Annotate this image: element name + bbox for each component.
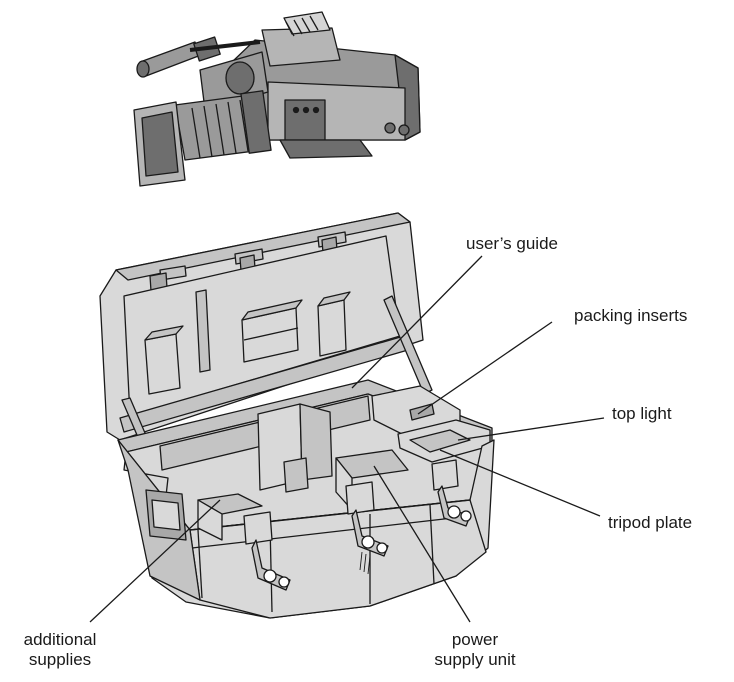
label-power-supply-unit: power supply unit xyxy=(420,630,530,670)
leader-top-light xyxy=(457,417,605,441)
leader-power-supply xyxy=(373,465,471,623)
leader-additional-supplies xyxy=(89,499,221,623)
label-power-supply-line2: supply unit xyxy=(434,650,516,669)
label-tripod-plate: tripod plate xyxy=(608,513,693,532)
transit-case-illustration xyxy=(99,212,495,619)
label-top-light: top light xyxy=(612,404,672,423)
leader-packing-inserts xyxy=(417,321,553,415)
label-users-guide: user’s guide xyxy=(466,234,558,253)
label-power-supply-line1: power xyxy=(451,630,499,649)
label-packing-inserts: packing inserts xyxy=(574,306,688,325)
label-additional-supplies-line2: supplies xyxy=(28,650,92,669)
leader-tripod-plate xyxy=(439,449,601,517)
label-additional-supplies-line1: additional xyxy=(23,630,97,649)
leader-lines xyxy=(89,255,605,623)
camera-illustration xyxy=(133,11,421,187)
label-additional-supplies: additional supplies xyxy=(0,630,120,670)
leader-users-guide xyxy=(351,255,483,389)
